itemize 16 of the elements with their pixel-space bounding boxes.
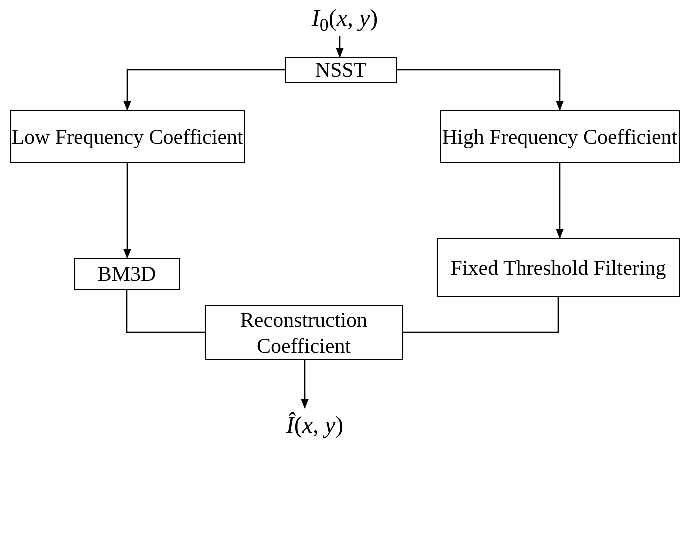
connector-line — [126, 290, 205, 334]
math-label: I$_{0}$(x, y) — [290, 2, 400, 36]
process-box: NSST — [285, 57, 397, 83]
arrow — [397, 69, 564, 111]
process-box: Fixed Threshold Filtering — [437, 238, 680, 297]
process-box: Low Frequency Coefficient — [10, 110, 245, 163]
arrow — [336, 36, 344, 58]
process-box: BM3D — [74, 258, 180, 290]
connector-line — [403, 297, 560, 334]
process-box: Reconstruction Coefficient — [205, 305, 403, 360]
math-label: Î(x, y) — [260, 408, 370, 444]
arrow — [301, 360, 309, 409]
arrow — [556, 163, 564, 239]
process-box: High Frequency Coefficient — [440, 110, 680, 163]
arrow — [124, 163, 132, 259]
arrow — [124, 69, 285, 111]
